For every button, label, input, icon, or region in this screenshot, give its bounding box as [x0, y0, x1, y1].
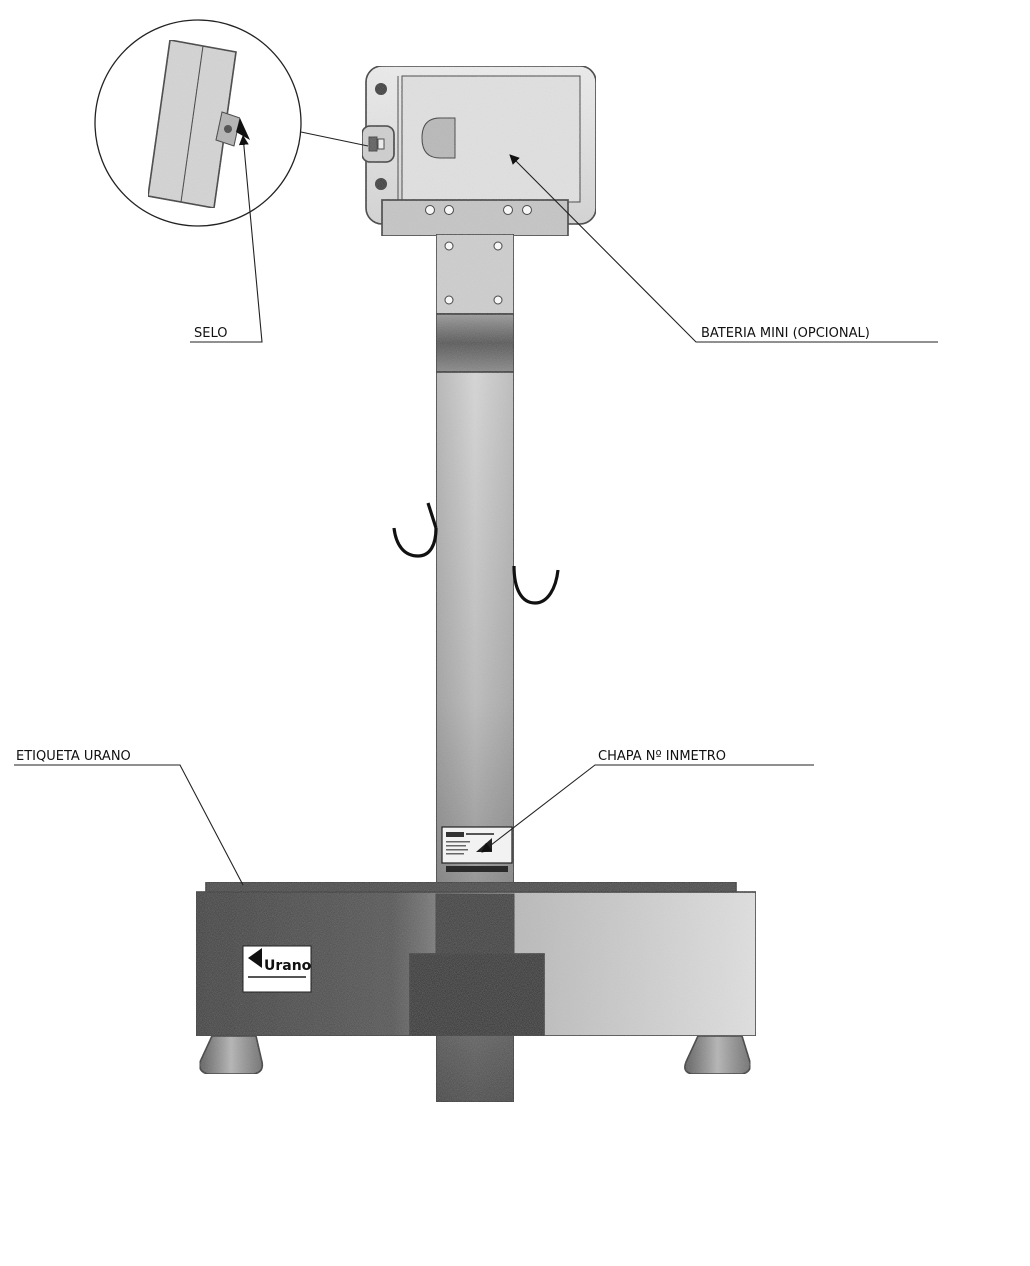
- seal-zoom-detail: [94, 19, 302, 227]
- column-foot-plate: [409, 953, 545, 1037]
- urano-logo: Urano: [242, 945, 312, 993]
- urano-logo-text: Urano: [264, 958, 312, 974]
- seal-arrow: [236, 118, 250, 140]
- feet: [198, 1035, 752, 1075]
- hook-right: [512, 565, 560, 605]
- foot-right: [684, 1035, 752, 1075]
- callout-bateria: BATERIA MINI (OPCIONAL): [701, 326, 870, 341]
- callout-selo: SELO: [194, 326, 227, 341]
- etiqueta-leader: [14, 764, 244, 886]
- mounting-bracket: [381, 199, 569, 237]
- selo-leader: [190, 135, 263, 343]
- cover-grip: [421, 117, 456, 159]
- zoom-connector: [300, 131, 369, 147]
- inmetro-plate: [441, 826, 513, 872]
- foot-left: [198, 1035, 264, 1075]
- hooks: [392, 502, 560, 605]
- column-collar: [435, 313, 515, 373]
- column-foot-block: [435, 893, 515, 955]
- chapa-leader: [481, 764, 814, 853]
- screw-top: [375, 83, 387, 95]
- callout-chapa: CHAPA Nº INMETRO: [598, 749, 726, 764]
- bateria-leader: [509, 154, 938, 343]
- callout-etiqueta: ETIQUETA URANO: [16, 749, 131, 764]
- display-head: [361, 65, 597, 237]
- hook-left: [392, 527, 438, 558]
- screw-bottom: [375, 178, 387, 190]
